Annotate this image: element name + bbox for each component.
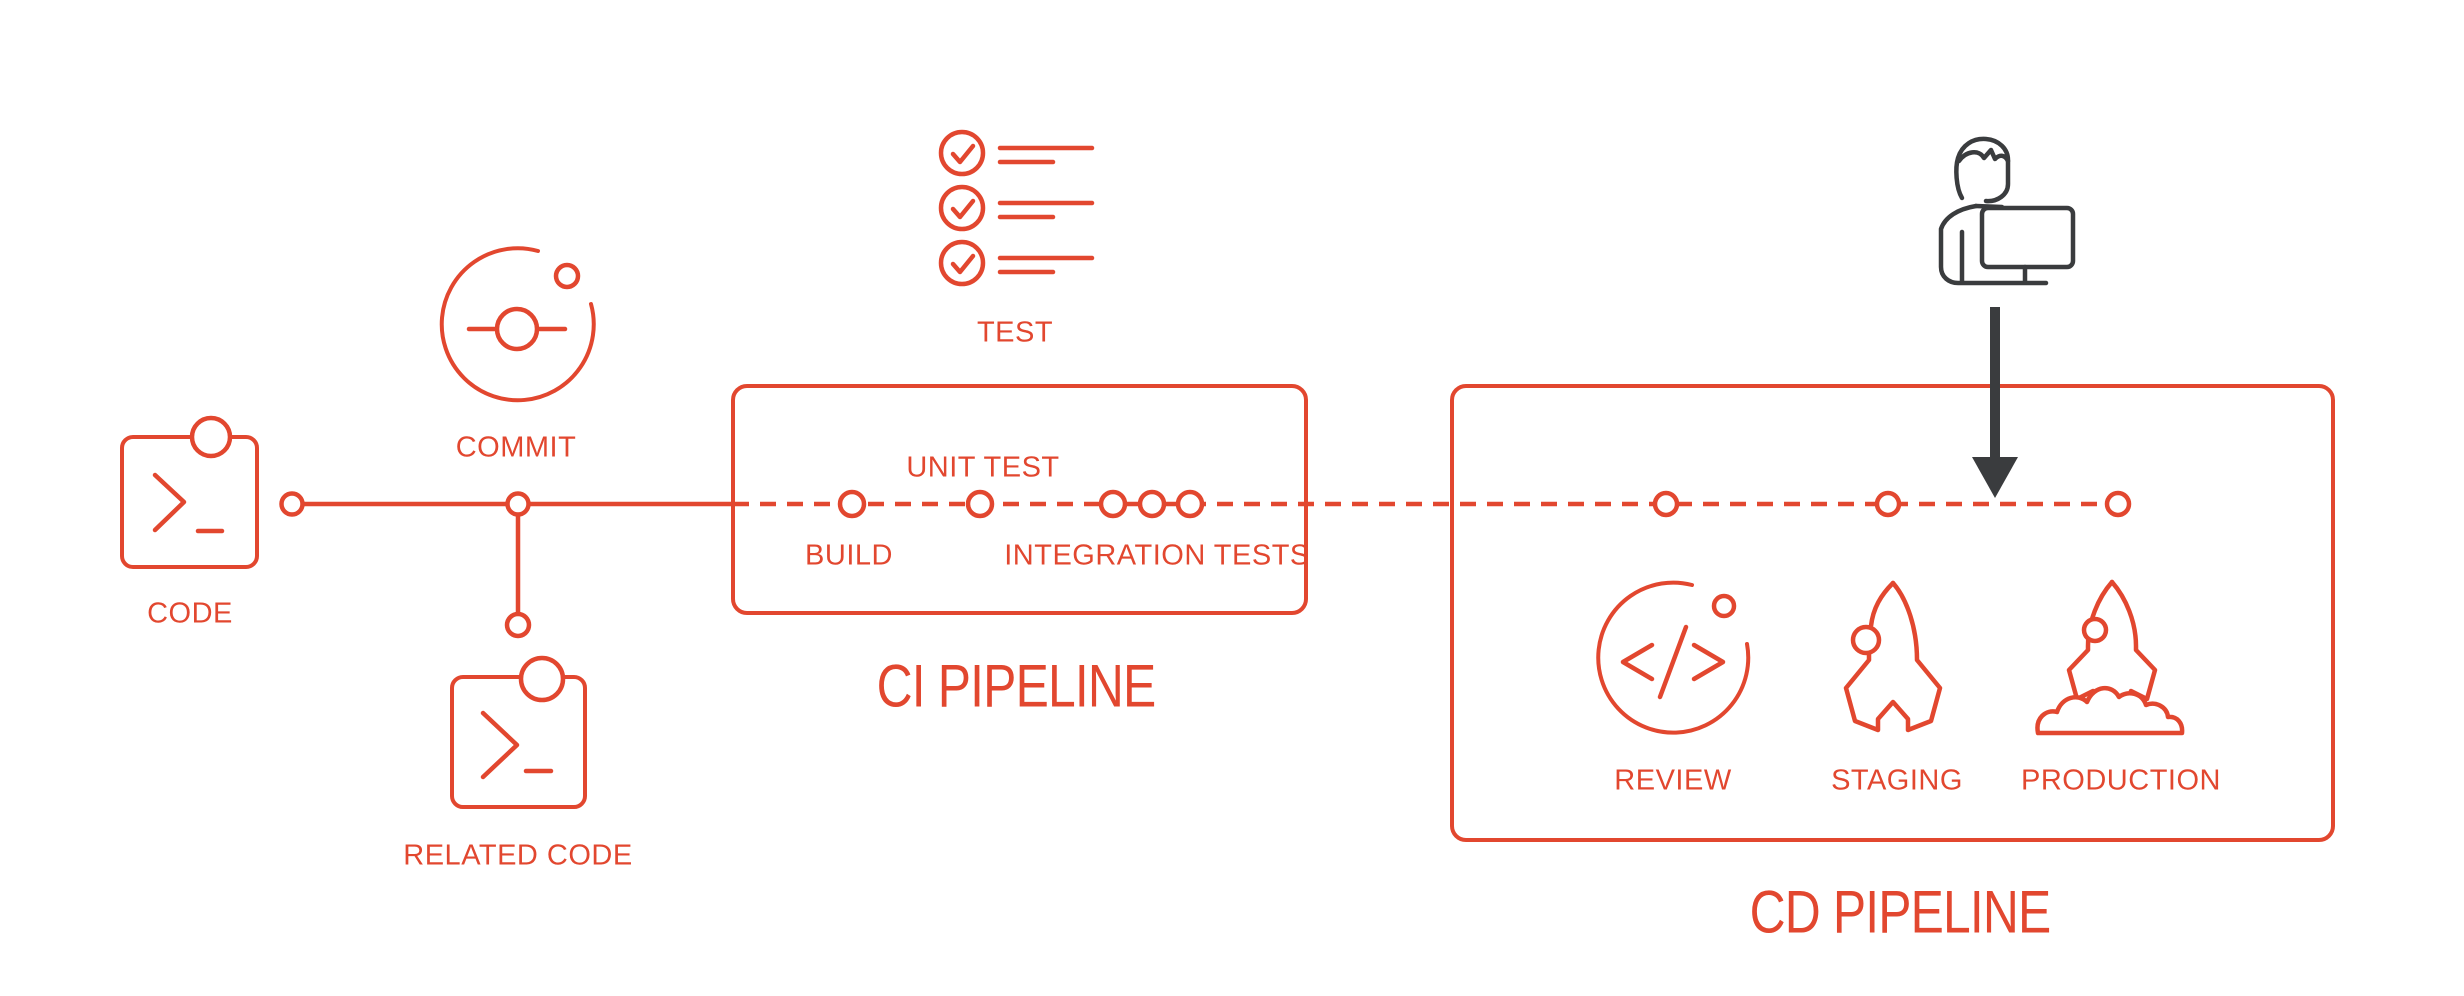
developer-icon bbox=[1938, 136, 2076, 286]
commit-label: COMMIT bbox=[455, 431, 577, 464]
test-checklist-icon bbox=[938, 129, 1095, 287]
integration-tests-label: INTEGRATION TESTS bbox=[1004, 539, 1310, 572]
code-label: CODE bbox=[147, 597, 233, 630]
commit-icon bbox=[439, 246, 596, 403]
production-node bbox=[2104, 490, 2132, 518]
deploy-arrow-icon bbox=[1972, 307, 2018, 498]
ci-pipeline-box bbox=[731, 384, 1308, 615]
unit-test-label: UNIT TEST bbox=[906, 451, 1060, 484]
cd-pipeline-title: CD PIPELINE bbox=[1749, 878, 2052, 946]
code-icon bbox=[120, 415, 259, 569]
review-label: REVIEW bbox=[1614, 764, 1732, 797]
line-start-node bbox=[279, 491, 305, 517]
related-code-label: RELATED CODE bbox=[403, 839, 633, 872]
unit-test-node bbox=[965, 489, 995, 519]
staging-node bbox=[1874, 490, 1902, 518]
build-label: BUILD bbox=[805, 539, 893, 572]
production-rocket-icon bbox=[2035, 579, 2185, 736]
staging-rocket-icon bbox=[1843, 580, 1943, 733]
commit-node bbox=[504, 491, 532, 639]
test-label: TEST bbox=[976, 316, 1054, 349]
staging-label: STAGING bbox=[1831, 764, 1963, 797]
ci-pipeline-title: CI PIPELINE bbox=[876, 652, 1157, 720]
integration-test-nodes bbox=[1098, 489, 1205, 519]
cd-pipeline-box bbox=[1450, 384, 2335, 842]
review-icon bbox=[1596, 580, 1751, 735]
review-node bbox=[1652, 490, 1680, 518]
related-code-icon bbox=[450, 655, 587, 809]
build-node bbox=[837, 489, 867, 519]
production-label: PRODUCTION bbox=[2021, 764, 2221, 797]
